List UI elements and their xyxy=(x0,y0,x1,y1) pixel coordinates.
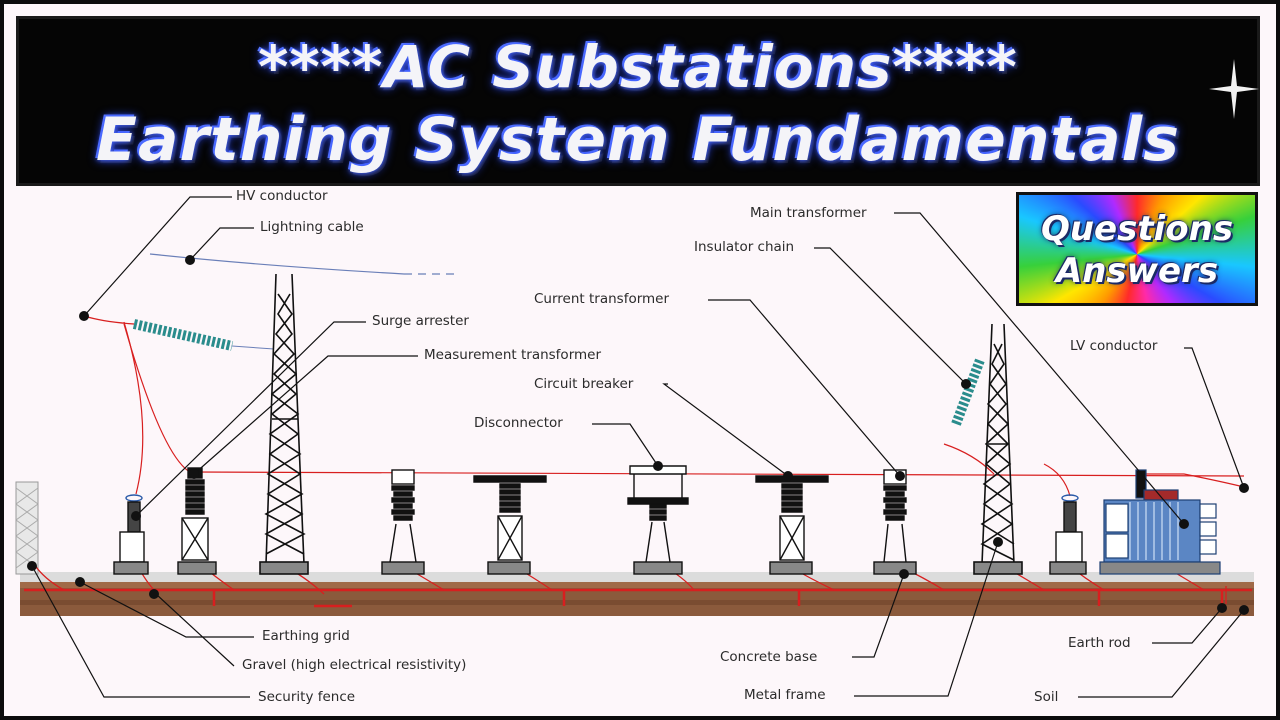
badge-line-answers: Answers xyxy=(1055,251,1219,291)
disconnector-unit xyxy=(627,465,689,575)
label-main-transformer: Main transformer xyxy=(750,205,867,221)
label-concrete-base: Concrete base xyxy=(720,649,818,665)
label-soil: Soil xyxy=(1034,689,1059,705)
label-metal-frame: Metal frame xyxy=(744,687,826,703)
insulator-chain-right xyxy=(951,358,985,426)
label-lightning-cable: Lightning cable xyxy=(260,219,364,235)
questions-answers-badge: Questions Answers xyxy=(1016,192,1258,306)
post-insulator-1 xyxy=(381,469,425,575)
surge-arrester-unit xyxy=(113,494,149,575)
badge-line-questions: Questions xyxy=(1040,209,1234,249)
title-line-1: ****AC Substations**** xyxy=(258,33,1018,101)
substation-diagram xyxy=(15,196,1254,698)
sparkle-icon xyxy=(1209,59,1259,119)
circuit-breaker-2 xyxy=(755,475,829,575)
label-gravel: Gravel (high electrical resistivity) xyxy=(242,657,467,673)
label-surge-arrester: Surge arrester xyxy=(372,313,469,329)
gravel-layer xyxy=(20,572,1254,582)
leader-lines xyxy=(31,196,1245,698)
label-hv-conductor: HV conductor xyxy=(236,188,328,204)
surge-arrester-right xyxy=(1049,494,1087,575)
lattice-tower-left xyxy=(259,273,309,575)
circuit-breaker-1 xyxy=(473,475,547,575)
lightning-cable xyxy=(149,253,405,275)
lattice-tower-right xyxy=(973,323,1023,575)
leader-dots xyxy=(27,255,1249,615)
earthing-grid xyxy=(24,588,1252,608)
label-circuit-breaker: Circuit breaker xyxy=(534,376,634,392)
label-measurement-transformer: Measurement transformer xyxy=(424,347,602,363)
label-insulator-chain: Insulator chain xyxy=(694,239,795,255)
insulator-chain-left xyxy=(132,319,275,351)
title-line-2: Earthing System Fundamentals xyxy=(96,105,1180,175)
security-fence xyxy=(15,481,39,575)
current-transformer-unit xyxy=(873,469,917,575)
title-banner: ****AC Substations**** Earthing System F… xyxy=(16,16,1260,186)
label-disconnector: Disconnector xyxy=(474,415,563,431)
main-transformer-unit xyxy=(1099,469,1221,575)
label-security-fence: Security fence xyxy=(258,689,356,705)
label-earthing-grid: Earthing grid xyxy=(262,628,350,644)
label-lv-conductor: LV conductor xyxy=(1070,338,1158,354)
label-current-transformer: Current transformer xyxy=(534,291,670,307)
measurement-transformer-unit xyxy=(177,467,217,575)
label-earth-rod: Earth rod xyxy=(1068,635,1131,651)
